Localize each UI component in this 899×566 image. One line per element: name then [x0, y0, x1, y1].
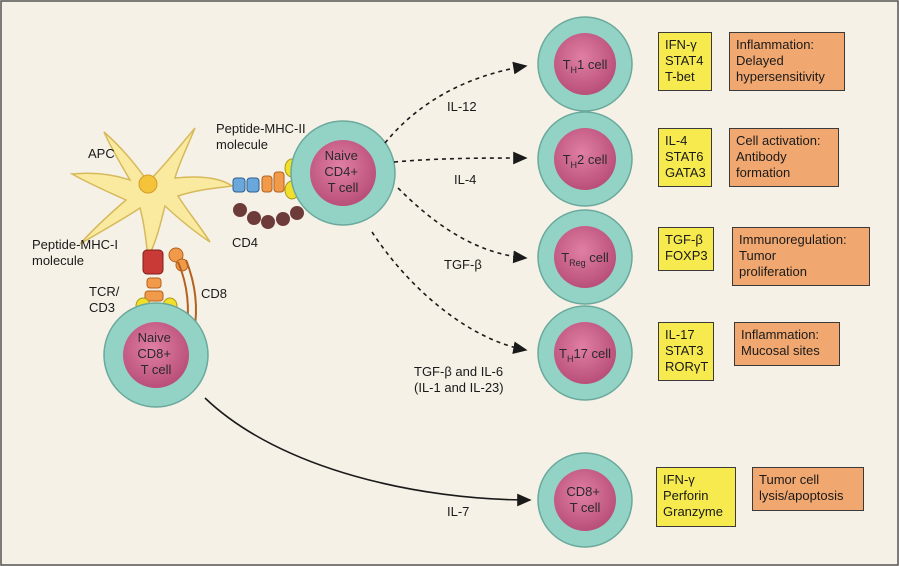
th2-factors: IL-4 STAT6 GATA3: [658, 128, 712, 187]
th2-outcome: Cell activation: Antibody formation: [729, 128, 839, 187]
arrow-tgfb: [397, 187, 528, 264]
arrow-th17: [371, 231, 528, 355]
text-line: molecule: [32, 253, 84, 268]
th17-label: TH17 cell: [559, 346, 611, 364]
naive-cd8-label: Naive CD8+ T cell: [137, 330, 174, 377]
cd8-effector-cell: [537, 452, 633, 548]
cd4-molecule: [233, 203, 304, 229]
th1-cell: [537, 16, 633, 112]
text-line: CD8+: [137, 346, 171, 361]
th2-label: TH2 cell: [563, 152, 608, 170]
tcr-cd3-label: TCR/ CD3: [89, 284, 123, 315]
naive-cd4-cell: [290, 120, 396, 226]
naive-cd4-label: Naive CD4+ T cell: [324, 148, 361, 195]
treg-outcome: Immunoregulation: Tumor proliferation: [732, 227, 870, 286]
th17-outcome: Inflammation: Mucosal sites: [734, 322, 840, 366]
pathway-arrows: [204, 61, 532, 507]
apc-nucleus: [138, 174, 158, 194]
cd8-label: CD8: [201, 286, 227, 301]
text-line: CD3: [89, 300, 115, 315]
treg-label: TReg cell: [561, 250, 609, 268]
text-line: T cell: [328, 180, 359, 195]
peptide-mhc1-label: Peptide-MHC-I molecule: [32, 237, 122, 268]
treg-cell: [537, 209, 633, 305]
text-line: molecule: [216, 137, 268, 152]
th1-outcome: Inflammation: Delayed hypersensitivity: [729, 32, 845, 91]
text-line: CD4+: [324, 164, 358, 179]
cytokine-il12: IL-12: [447, 99, 477, 114]
th17-cell: [537, 305, 633, 401]
text-line: Naive: [138, 330, 171, 345]
text-line: TCR/: [89, 284, 120, 299]
th1-factors: IFN-γ STAT4 T-bet: [658, 32, 712, 91]
text-line: Naive: [325, 148, 358, 163]
text-line: TGF-β and IL-6: [414, 364, 503, 379]
text-line: Peptide-MHC-II: [216, 121, 306, 136]
cytokine-tgfb-il6: TGF-β and IL-6 (IL-1 and IL-23): [414, 364, 507, 395]
apc-label: APC: [88, 146, 115, 161]
cd8-factors: IFN-γ Perforin Granzyme: [656, 467, 736, 527]
treg-factors: TGF-β FOXP3: [658, 227, 714, 271]
cd8-effector-label: CD8+ T cell: [566, 484, 603, 515]
arrow-il7: [204, 397, 532, 507]
text-line: Peptide-MHC-I: [32, 237, 118, 252]
text-line: T cell: [141, 362, 172, 377]
cd4-label: CD4: [232, 235, 258, 250]
cd8-outcome: Tumor cell lysis/apoptosis: [752, 467, 864, 511]
arrow-il12: [384, 61, 528, 144]
arrow-il4: [393, 151, 528, 165]
cytokine-il7: IL-7: [447, 504, 469, 519]
cytokine-tgfb: TGF-β: [444, 257, 482, 272]
th2-cell: [537, 111, 633, 207]
cytokine-il4: IL-4: [454, 172, 476, 187]
th17-factors: IL-17 STAT3 RORγT: [658, 322, 714, 381]
text-line: (IL-1 and IL-23): [414, 380, 504, 395]
th1-label: TH1 cell: [563, 57, 608, 75]
peptide-mhc2-label: Peptide-MHC-II molecule: [216, 121, 309, 152]
naive-cd8-cell: [103, 302, 209, 408]
